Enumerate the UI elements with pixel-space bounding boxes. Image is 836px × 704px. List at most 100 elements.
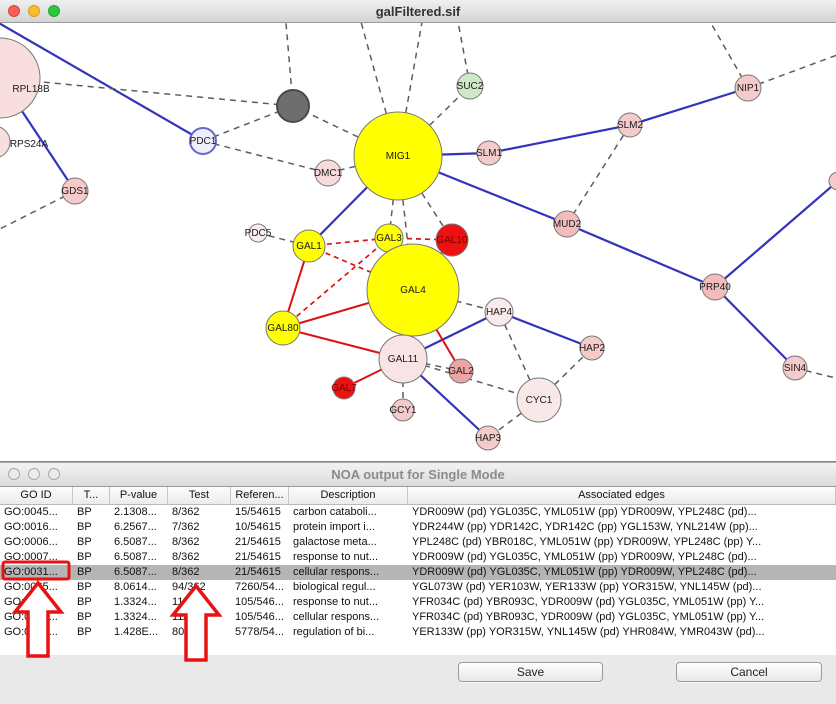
minimize-button[interactable] <box>28 468 40 480</box>
cancel-button[interactable]: Cancel <box>676 662 822 682</box>
network-edge <box>566 124 631 225</box>
network-node-gal7[interactable] <box>332 376 356 400</box>
node-label: HAP4 <box>486 307 513 318</box>
network-node-nip1[interactable] <box>734 74 762 102</box>
network-node-slm2[interactable] <box>617 112 643 138</box>
minimize-button[interactable] <box>28 5 40 17</box>
network-svg[interactable]: RPL18BRPS24AGDS1PDC1DMC1MIG1SUC2SLM1SLM2… <box>0 23 836 461</box>
close-button[interactable] <box>8 468 20 480</box>
network-node-unlabeled[interactable] <box>276 89 310 123</box>
network-node-rpl18b[interactable] <box>0 37 41 119</box>
network-node-hap4[interactable] <box>484 297 514 327</box>
network-node-gcy1[interactable] <box>391 398 415 422</box>
network-edge <box>0 77 294 107</box>
table-cell: 105/546... <box>235 596 284 608</box>
column-header-referen[interactable]: Referen... <box>231 487 289 504</box>
table-cell: BP <box>77 596 92 608</box>
column-header-t[interactable]: T... <box>73 487 110 504</box>
table-cell: YGL073W (pd) YER103W, YER133W (pp) YOR31… <box>412 581 762 593</box>
table-cell: 1.428E... <box>114 626 159 638</box>
close-button[interactable] <box>8 5 20 17</box>
table-cell: 21/54615 <box>235 536 281 548</box>
network-node-pdc5[interactable] <box>248 223 268 243</box>
network-node-gal10[interactable] <box>435 223 469 257</box>
network-node-mig1[interactable] <box>353 111 443 201</box>
network-window-titlebar[interactable]: galFiltered.sif <box>0 0 836 23</box>
table-cell: response to nut... <box>293 551 378 563</box>
node-label: PDC5 <box>245 228 272 239</box>
network-edge <box>257 232 310 247</box>
network-edge <box>794 367 836 379</box>
table-cell: GO:0007... <box>4 596 58 608</box>
network-node-gal1[interactable] <box>292 229 326 263</box>
table-cell: cellular respons... <box>293 566 380 578</box>
node-label: CYC1 <box>526 395 553 406</box>
network-node-gds1[interactable] <box>61 177 89 205</box>
save-button[interactable]: Save <box>458 662 603 682</box>
table-cell: 6.5087... <box>114 536 157 548</box>
table-cell: cellular respons... <box>293 611 380 623</box>
window-title: galFiltered.sif <box>375 3 461 19</box>
column-header-go-id[interactable]: GO ID <box>0 487 73 504</box>
network-node-hap2[interactable] <box>579 335 605 361</box>
noa-window-titlebar[interactable]: NOA output for Single Mode <box>0 463 836 487</box>
node-label: MIG1 <box>386 151 411 162</box>
network-node-hap3[interactable] <box>475 425 501 451</box>
table-cell: response to nut... <box>293 596 378 608</box>
table-cell: 10/54615 <box>235 521 281 533</box>
zoom-button[interactable] <box>48 468 60 480</box>
table-cell: 8/362 <box>172 536 200 548</box>
column-header-test[interactable]: Test <box>168 487 231 504</box>
network-edge <box>747 54 836 89</box>
table-cell: GO:0016... <box>4 521 58 533</box>
network-node-pdc1[interactable] <box>189 127 217 155</box>
node-label: DMC1 <box>314 168 343 179</box>
network-node-dmc1[interactable] <box>314 159 342 187</box>
table-cell: YDR009W (pd) YGL035C, YML051W (pp) YDR00… <box>412 551 757 563</box>
table-cell: carbon cataboli... <box>293 506 377 518</box>
table-cell: BP <box>77 521 92 533</box>
network-node-sin4[interactable] <box>782 355 808 381</box>
table-cell: BP <box>77 551 92 563</box>
network-edge <box>714 286 796 369</box>
network-node-rps24a[interactable] <box>0 126 11 158</box>
table-cell: YDR244W (pp) YDR142C, YDR142C (pp) YGL15… <box>412 521 758 533</box>
network-edge <box>0 190 76 230</box>
column-header-associated-edges[interactable]: Associated edges <box>408 487 836 504</box>
column-header-p-value[interactable]: P-value <box>110 487 168 504</box>
network-node-suc2[interactable] <box>456 72 484 100</box>
table-cell: 94/362 <box>172 581 206 593</box>
network-node-mud2[interactable] <box>553 210 581 238</box>
table-cell: 6.5087... <box>114 566 157 578</box>
network-node-gal11[interactable] <box>378 334 428 384</box>
zoom-button[interactable] <box>48 5 60 17</box>
table-cell: 1.3324... <box>114 596 157 608</box>
network-edge <box>202 140 329 174</box>
node-label: MUD2 <box>553 219 582 230</box>
network-node-cyc1[interactable] <box>516 377 562 423</box>
table-cell: 105/546... <box>235 611 284 623</box>
table-cell: YFR034C (pd) YBR093C, YDR009W (pd) YGL03… <box>412 611 765 623</box>
traffic-lights <box>8 5 60 17</box>
node-label: SUC2 <box>457 81 484 92</box>
column-header-description[interactable]: Description <box>289 487 408 504</box>
network-node-slm1[interactable] <box>476 140 502 166</box>
window-title: NOA output for Single Mode <box>331 467 505 482</box>
table-cell: BP <box>77 581 92 593</box>
network-node-gal2[interactable] <box>448 358 474 384</box>
network-node-gal4[interactable] <box>366 243 460 337</box>
network-node-prp40[interactable] <box>701 273 729 301</box>
network-node-unlabeled[interactable] <box>828 171 836 191</box>
network-node-gal80[interactable] <box>265 310 301 346</box>
node-label: PDC1 <box>190 136 217 147</box>
